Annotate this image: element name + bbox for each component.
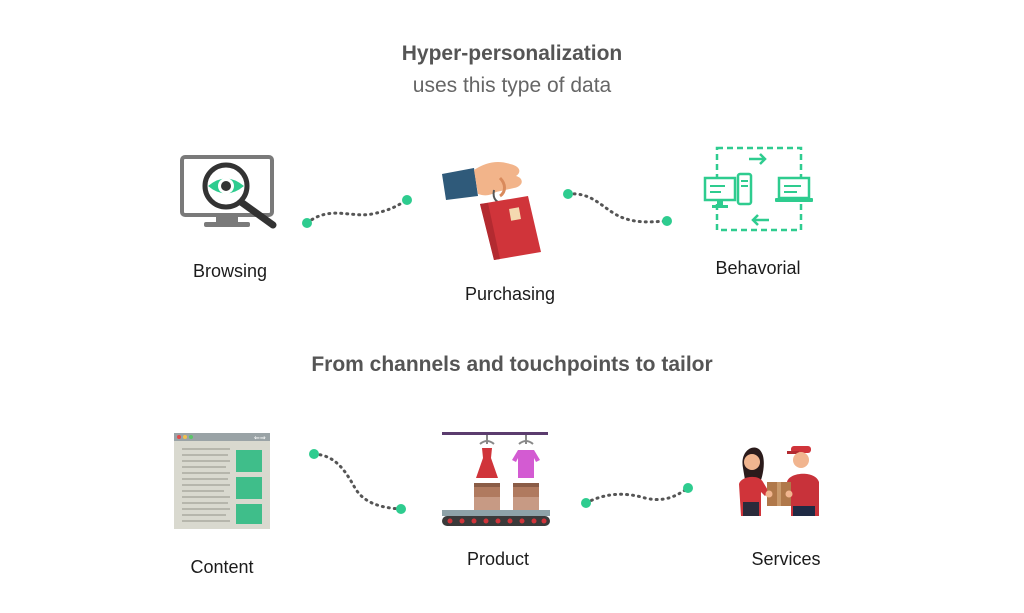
label-content: Content	[190, 557, 254, 577]
connector-product-services	[584, 486, 690, 505]
section-title: From channels and touchpoints to tailor	[311, 353, 713, 376]
hand-shopping-bag-icon	[442, 162, 541, 260]
connector-dot	[302, 218, 312, 228]
connector-dot	[309, 449, 319, 459]
connector-dot	[683, 483, 693, 493]
clothing-conveyor-icon	[442, 432, 550, 526]
connector-content-product	[312, 452, 403, 511]
label-browsing: Browsing	[192, 261, 268, 281]
svg-text:⇐⇒: ⇐⇒	[254, 434, 266, 442]
label-purchasing: Purchasing	[464, 284, 556, 304]
connector-dot	[563, 189, 573, 199]
connector-purchasing-behavorial	[566, 192, 669, 224]
connector-dot	[396, 504, 406, 514]
connector-browsing-purchasing	[305, 198, 409, 225]
main-subtitle: uses this type of data	[412, 74, 612, 97]
webpage-content-icon: ⇐⇒	[174, 433, 270, 529]
connector-dot	[581, 498, 591, 508]
devices-network-cycle-icon	[703, 146, 813, 232]
browsing-monitor-eye-icon	[180, 155, 277, 229]
main-title: Hyper-personalization	[401, 42, 623, 65]
label-services: Services	[751, 549, 821, 569]
connector-dot	[662, 216, 672, 226]
label-behavorial: Behavorial	[715, 258, 801, 278]
label-product: Product	[466, 549, 530, 569]
connector-dot	[402, 195, 412, 205]
customer-service-delivery-icon	[739, 446, 819, 516]
